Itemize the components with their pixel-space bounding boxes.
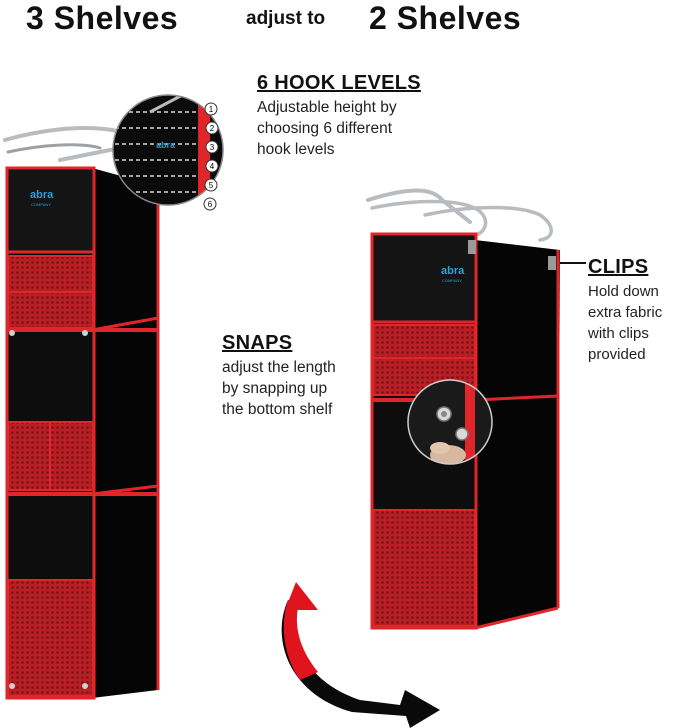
svg-text:2: 2 [210, 124, 215, 133]
right-hanger-back [423, 205, 553, 242]
snap-zoom [407, 379, 493, 465]
title-two-shelves: 2 Shelves [369, 0, 522, 36]
adjust-arrow [281, 582, 440, 728]
clip-right [548, 256, 556, 270]
title-adjust-to: adjust to [246, 8, 326, 29]
clips-desc: Hold down extra fabric with clips provid… [588, 281, 662, 365]
snaps-title: SNAPS [222, 332, 293, 354]
snaps-callout: SNAPS adjust the length by snapping up t… [222, 332, 336, 420]
clips-pointer-line [560, 262, 586, 264]
hook-levels-line-1: Adjustable height by [257, 99, 397, 116]
hook-badge-5: 5 [204, 178, 218, 192]
snaps-line-3: the bottom shelf [222, 401, 333, 418]
hook-levels-line-2: choosing 6 different [257, 120, 393, 137]
left-brand-sub: COMPANY [31, 202, 51, 207]
hook-badge-3: 3 [205, 140, 219, 154]
hook-levels-desc: Adjustable height by choosing 6 differen… [257, 97, 421, 160]
clips-title: CLIPS [588, 256, 649, 278]
clips-line-3: with clips [588, 325, 649, 342]
svg-text:3: 3 [210, 143, 215, 152]
hook-badge-1: 1 [204, 102, 218, 116]
svg-text:5: 5 [209, 181, 214, 190]
svg-text:6: 6 [208, 200, 213, 209]
hook-badge-4: 4 [205, 159, 219, 173]
clips-callout: CLIPS Hold down extra fabric with clips … [588, 256, 662, 365]
clips-line-2: extra fabric [588, 304, 663, 321]
hook-levels-title: 6 HOOK LEVELS [257, 72, 421, 94]
hook-levels-zoom: abra 1 2 3 4 5 6 [112, 94, 224, 211]
left-organizer [3, 126, 160, 700]
right-brand-logo: abra [441, 265, 465, 277]
zoom-brand-logo: abra [156, 140, 176, 150]
title-three-shelves: 3 Shelves [26, 0, 179, 36]
svg-text:1: 1 [209, 105, 214, 114]
snaps-desc: adjust the length by snapping up the bot… [222, 357, 336, 420]
hook-badge-6: 6 [203, 197, 217, 211]
right-brand-sub: COMPANY [442, 278, 462, 283]
svg-text:4: 4 [210, 162, 215, 171]
snaps-line-1: adjust the length [222, 359, 336, 376]
hook-levels-line-3: hook levels [257, 141, 335, 158]
clip-left [468, 240, 476, 254]
clips-line-4: provided [588, 346, 646, 363]
left-brand-logo: abra [30, 189, 54, 201]
snaps-line-2: by snapping up [222, 380, 328, 397]
hook-badge-2: 2 [205, 121, 219, 135]
clips-line-1: Hold down [588, 283, 659, 300]
right-hanger-front [366, 188, 472, 224]
hook-levels-callout: 6 HOOK LEVELS Adjustable height by choos… [257, 72, 421, 160]
